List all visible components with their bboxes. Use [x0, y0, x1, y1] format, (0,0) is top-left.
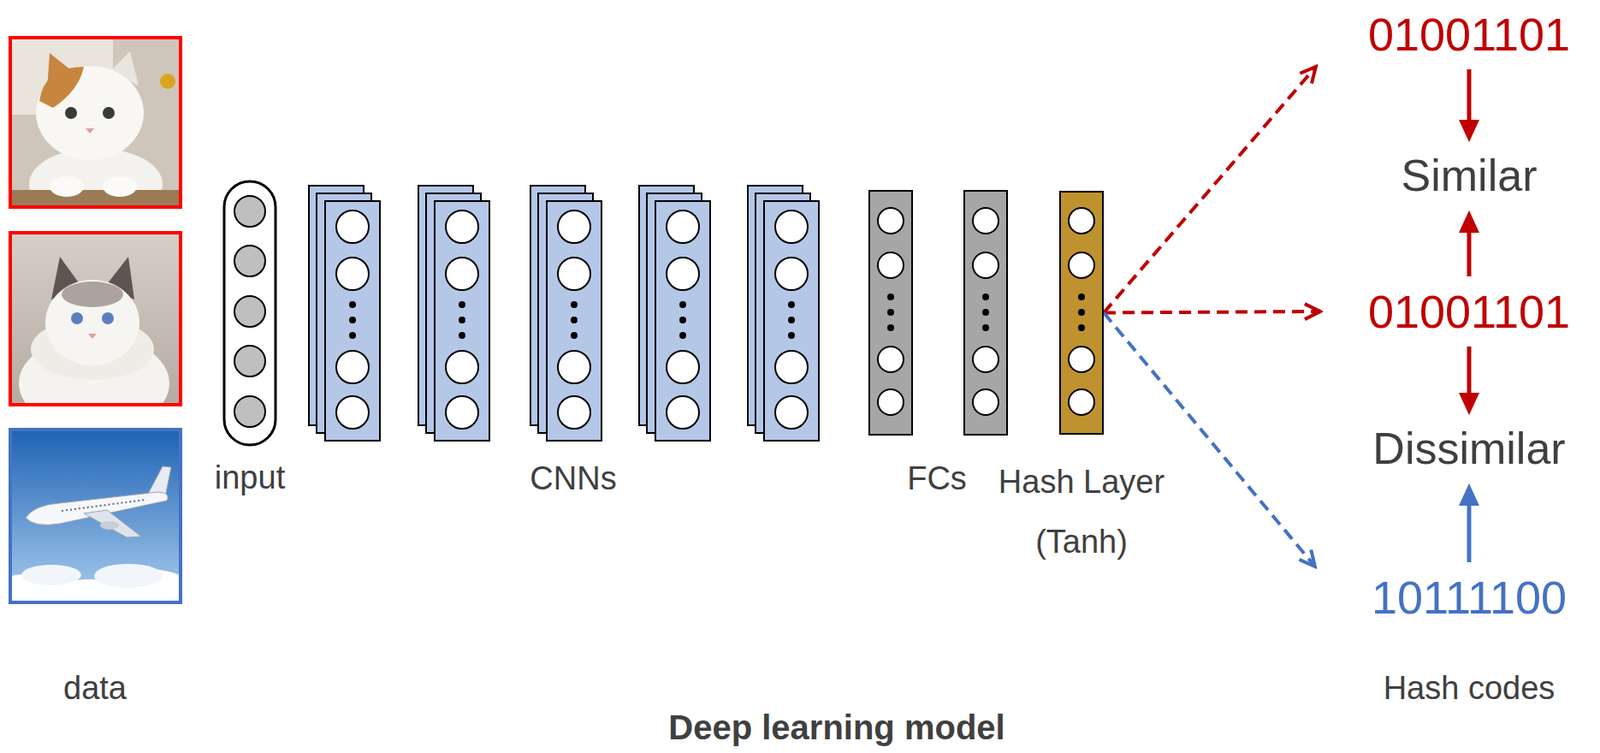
layer-caption: input [172, 458, 327, 498]
similarity-label: Similar [1401, 150, 1538, 202]
cat-paw [102, 176, 137, 197]
cat-eye [71, 312, 83, 325]
ellipsis-dot [1078, 293, 1085, 301]
layer-name: Hash Layer (Tanh) [970, 451, 1193, 573]
cat-head [35, 65, 144, 160]
hash-code: 01001101 [1368, 7, 1571, 61]
layer-group-label: CNNs [529, 460, 617, 498]
hash-unit [1068, 252, 1095, 279]
fc-layer [869, 190, 913, 435]
solid-arrow [1467, 69, 1472, 131]
plane-windows [61, 499, 146, 511]
cat-nose [85, 128, 95, 134]
cat-eye [101, 312, 114, 325]
conv-stack [308, 185, 380, 441]
cat-photo [10, 232, 181, 405]
plane-engine [100, 521, 119, 530]
cat-eye [102, 106, 115, 119]
hash-layer: Hash Layer (Tanh) [1059, 190, 1104, 435]
cat-photo [10, 37, 181, 208]
conv-stack [418, 185, 490, 441]
cat-nose [88, 333, 97, 339]
input-unit [234, 396, 266, 427]
ellipsis-dot [1078, 308, 1085, 316]
input-unit [234, 195, 266, 227]
input-unit [234, 296, 266, 327]
column-label: data [63, 669, 127, 708]
hash-unit [1068, 389, 1095, 415]
cloud [94, 563, 163, 588]
input-unit [234, 245, 266, 277]
layer-group-label: FCs [906, 460, 967, 498]
solid-arrow [1467, 494, 1472, 563]
layer-name: input [172, 458, 327, 498]
cat-eye [65, 106, 78, 119]
similar-frame [10, 232, 181, 405]
plane-wing [83, 509, 142, 538]
similarity-label: Similar [1396, 148, 1543, 204]
input-outline [222, 179, 278, 447]
fc-layer [964, 190, 1008, 435]
hash-code: 01001101 [1362, 5, 1576, 63]
toy-ball [160, 73, 176, 89]
hash-code: 01001101 [1368, 284, 1571, 338]
cat-head [45, 279, 140, 366]
hash-code: 10111100 [1366, 568, 1572, 626]
ellipsis-dot [1078, 324, 1085, 332]
similar-frame [10, 37, 181, 208]
sky [10, 429, 181, 603]
input-unit [234, 345, 266, 377]
input-pill [224, 181, 276, 445]
input-layer: input [222, 179, 278, 447]
column-label: Hash codes [1383, 669, 1556, 708]
layer-caption: Hash Layer (Tanh) [970, 451, 1193, 573]
dashed-arrow [1103, 66, 1316, 314]
conv-stack [530, 185, 602, 441]
ledge [10, 189, 181, 208]
similarity-label: Dissimilar [1367, 421, 1571, 477]
hash-code: 01001101 [1362, 283, 1576, 340]
solid-arrow [1467, 221, 1472, 277]
dissimilar-frame [10, 429, 181, 603]
conv-stack [747, 185, 819, 441]
conv-stack [639, 185, 711, 441]
cloud [21, 564, 82, 586]
dashed-arrow [1103, 311, 1321, 314]
cat-mask [61, 281, 124, 308]
hash-unit [1068, 207, 1095, 234]
caption: Deep learning model [668, 707, 1005, 747]
similarity-label: Dissimilar [1372, 423, 1565, 475]
solid-arrow [1467, 346, 1472, 404]
hash-bar-fill [1060, 191, 1103, 434]
dashed-arrow [1103, 313, 1316, 568]
cat-paw [49, 176, 84, 197]
airplane-photo [10, 429, 181, 603]
hash-code: 10111100 [1371, 570, 1567, 624]
hash-bar [1059, 190, 1104, 435]
fur-patch [39, 66, 84, 108]
hash-unit [1068, 346, 1095, 373]
